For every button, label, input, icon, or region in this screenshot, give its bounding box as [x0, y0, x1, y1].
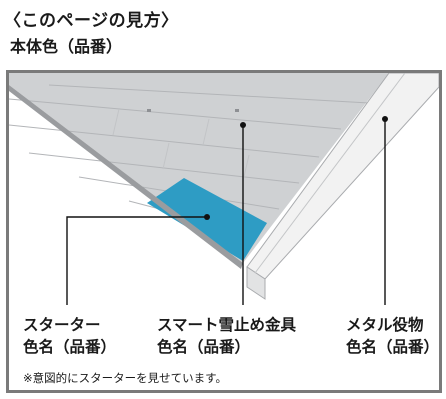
snow-stopper-mark [147, 109, 151, 112]
footnote: ※意図的にスターターを見せています。 [23, 371, 227, 385]
roof-panel-surface [9, 73, 389, 263]
eave-edge [9, 85, 243, 269]
roof-illustration-frame: スターター 色名（品番） スマート雪止め金具 色名（品番） メタル役物 色名（品… [6, 70, 442, 393]
callout-starter-label: スターター [23, 316, 101, 334]
callout-metal-trim: メタル役物 色名（品番） [346, 314, 439, 358]
leader-dot-snow-stopper [240, 122, 246, 128]
callout-leaders [66, 119, 386, 305]
callout-snow-stopper-label: スマート雪止め金具 [157, 316, 297, 334]
page-title: 〈このページの見方〉 [4, 11, 179, 31]
section-title: 本体色（品番） [10, 37, 123, 56]
snow-stopper-mark [235, 109, 239, 112]
metal-trim-side [246, 266, 266, 300]
callout-starter-color: 色名（品番） [23, 338, 117, 356]
callout-metal-trim-color: 色名（品番） [346, 338, 440, 356]
callout-metal-trim-label: メタル役物 [346, 316, 424, 334]
roof-illustration [9, 73, 439, 305]
leader-dot-metal-trim [382, 116, 388, 122]
callout-snow-stopper-color: 色名（品番） [157, 338, 251, 356]
callout-starter: スターター 色名（品番） [23, 314, 116, 358]
callout-snow-stopper: スマート雪止め金具 色名（品番） [157, 314, 296, 358]
leader-dot-starter [204, 214, 210, 220]
metal-trim-face [246, 73, 439, 280]
